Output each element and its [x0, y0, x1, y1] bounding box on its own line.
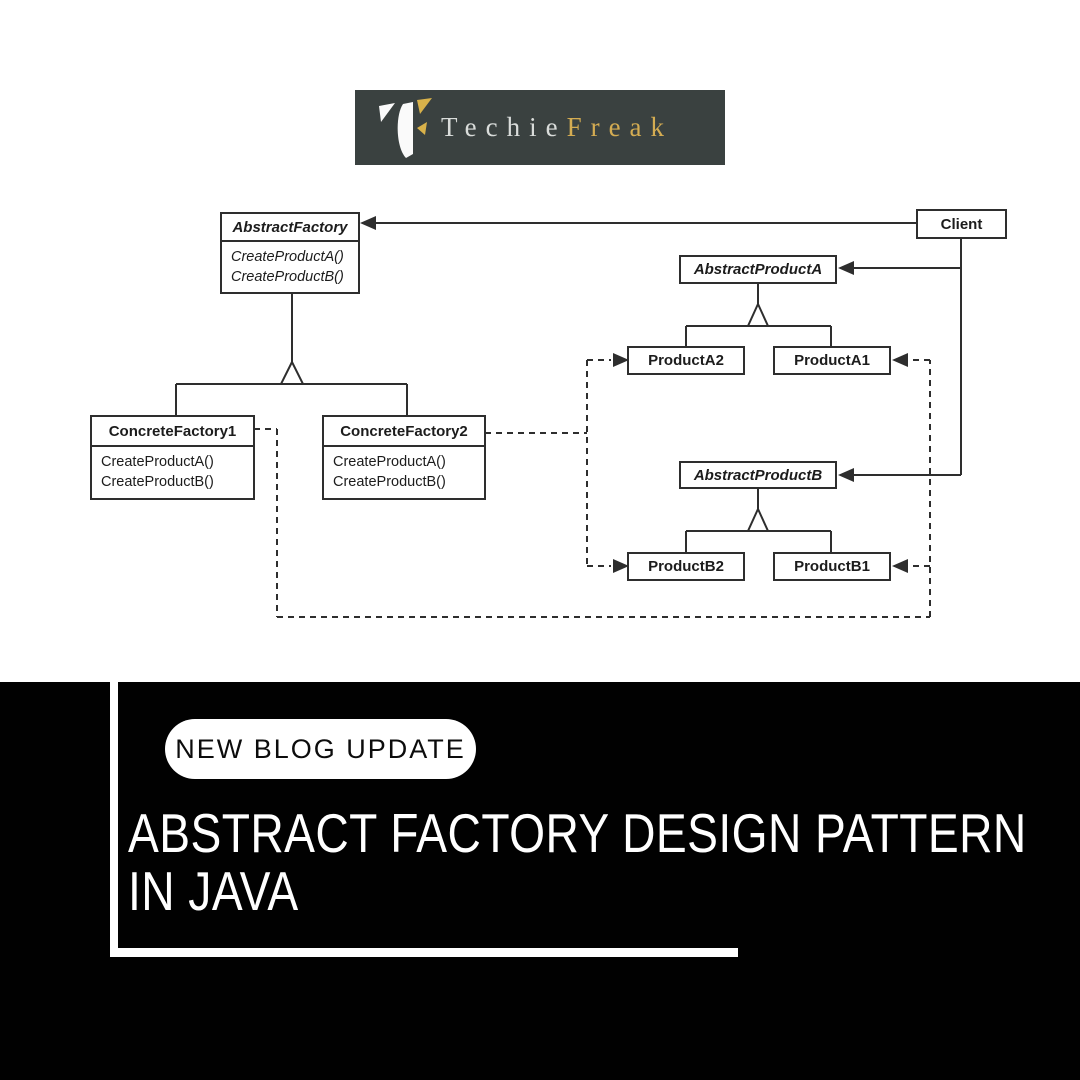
creates-producta1-arrowhead: [892, 353, 908, 367]
class-abstract-product-a: AbstractProductA: [679, 255, 837, 284]
class-method: CreateProductA(): [231, 249, 344, 265]
concretefactory2-creates-path: [485, 359, 611, 567]
inheritance-triangle: [746, 506, 770, 532]
banner-accent-horizontal-line: [110, 948, 738, 957]
brand-name-second: Freak: [566, 112, 674, 142]
banner-accent-vertical-line: [110, 682, 118, 955]
inheritance-triangle: [746, 301, 770, 327]
class-concrete-factory2: ConcreteFactory2 CreateProductA() Create…: [322, 415, 486, 500]
productb-inheritance-lines: [685, 489, 832, 552]
class-title: ConcreteFactory1: [92, 417, 253, 447]
class-title: AbstractProductB: [693, 466, 823, 484]
blog-title: ABSTRACT FACTORY DESIGN PATTERN IN JAVA: [128, 804, 1027, 920]
concretefactory1-creates-path: [254, 359, 931, 618]
class-method: CreateProductB(): [333, 474, 446, 490]
blog-title-line1: ABSTRACT FACTORY DESIGN PATTERN: [128, 802, 1027, 864]
class-concrete-factory1: ConcreteFactory1 CreateProductA() Create…: [90, 415, 255, 500]
blog-title-line2: IN JAVA: [128, 860, 299, 922]
inheritance-triangle: [279, 359, 305, 385]
client-to-abstractfactory-arrow: [360, 216, 916, 230]
class-title: AbstractProductA: [693, 261, 823, 278]
class-method: CreateProductA(): [101, 454, 214, 470]
client-to-abstractproductb-arrow: [838, 468, 961, 482]
badge-label: NEW BLOG UPDATE: [175, 733, 466, 764]
creates-producta2-arrowhead: [613, 353, 629, 367]
badge-pill: NEW BLOG UPDATE: [165, 719, 476, 779]
class-title: ProductB2: [648, 558, 724, 575]
banner: NEW BLOG UPDATE ABSTRACT FACTORY DESIGN …: [0, 682, 1080, 1080]
class-client: Client: [916, 209, 1007, 239]
class-method: CreateProductA(): [333, 454, 446, 470]
brand-logo-icon: [379, 98, 432, 158]
arrowhead: [360, 216, 376, 230]
producta-inheritance-lines: [685, 283, 832, 346]
class-abstract-factory: AbstractFactory CreateProductA() CreateP…: [220, 212, 360, 294]
uml-connectors: [175, 216, 962, 618]
class-method: CreateProductB(): [231, 269, 344, 285]
arrowhead: [838, 261, 854, 275]
class-abstract-product-b: AbstractProductB: [679, 461, 837, 489]
creates-productb1-arrowhead: [892, 559, 908, 573]
class-product-b1: ProductB1: [773, 552, 891, 581]
class-product-a1: ProductA1: [773, 346, 891, 375]
class-method: CreateProductB(): [101, 474, 214, 490]
arrowhead: [838, 468, 854, 482]
client-to-abstractproducta-arrow: [838, 261, 961, 275]
class-product-a2: ProductA2: [627, 346, 745, 375]
factory-inheritance-lines: [175, 294, 408, 415]
class-title: ProductA2: [648, 352, 724, 369]
class-title: AbstractFactory: [222, 214, 358, 242]
class-product-b2: ProductB2: [627, 552, 745, 581]
class-title: ConcreteFactory2: [324, 417, 484, 447]
uml-diagram: AbstractFactory CreateProductA() CreateP…: [90, 209, 1007, 618]
class-title: Client: [940, 215, 983, 233]
class-title: ProductB1: [794, 558, 870, 575]
brand-name-first: Techie: [441, 112, 567, 142]
class-title: ProductA1: [794, 352, 870, 369]
creates-productb2-arrowhead: [613, 559, 629, 573]
